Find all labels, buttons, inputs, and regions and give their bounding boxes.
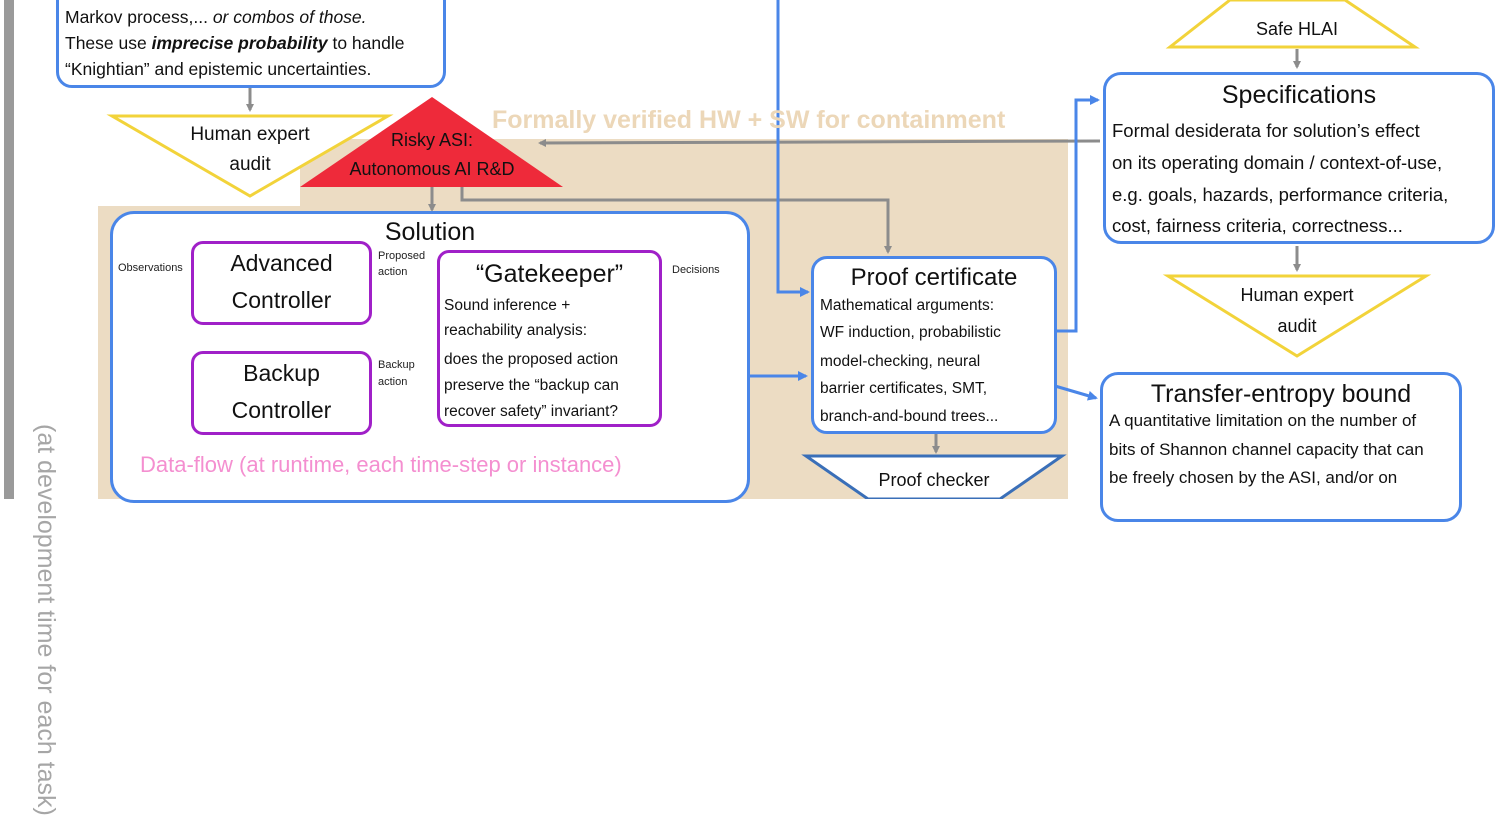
proof-certificate-line-1: Mathematical arguments: [820,297,995,314]
world-model-line3: “Knightian” and epistemic uncertainties. [65,59,372,79]
safe-hlai-triangle [1165,0,1420,49]
proof-certificate-line-4: barrier certificates, SMT, [820,380,988,397]
proof-certificate-line-2: WF induction, probabilistic [820,324,1001,341]
containment-label: Formally verified HW + SW for containmen… [492,106,1006,134]
transfer-entropy-line-3: be freely chosen by the ASI, and/or on [1109,468,1398,487]
world-model-line2-pre: These use [65,33,152,53]
world-model-line2-emph: imprecise probability [151,33,328,53]
proof-checker-label: Proof checker [878,470,990,490]
right-audit-triangle [1162,274,1432,358]
specifications-line-3: e.g. goals, hazards, performance criteri… [1112,184,1449,205]
specifications-box [1103,72,1495,244]
proof-certificate-title: Proof certificate [850,264,1018,291]
specifications-title: Specifications [1221,81,1377,109]
left-audit-label-2: audit [229,154,271,175]
backup-controller-label-1: Backup [243,360,320,386]
left-audit-label-1: Human expert [190,124,310,145]
gatekeeper-line-3: does the proposed action [444,351,619,368]
proof-certificate-box [811,256,1057,434]
gatekeeper-line-2: reachability analysis: [444,322,588,339]
advanced-controller-label-1: Advanced [230,250,333,276]
right-audit-label-2: audit [1277,316,1317,336]
risky-asi-label-1: Risky ASI: [390,130,474,150]
advanced-controller-box [191,241,372,325]
observations-label: Observations [118,262,183,274]
gatekeeper-box [437,250,662,427]
specifications-line-1: Formal desiderata for solution’s effect [1112,120,1420,141]
gatekeeper-title: “Gatekeeper” [475,260,624,288]
proof-certificate-line-3: model-checking, neural [820,353,981,370]
transfer-entropy-line-1: A quantitative limitation on the number … [1109,411,1417,430]
backup-controller-box [191,351,372,435]
proposed-action-label-2: action [378,266,408,278]
risky-asi-triangle [300,97,563,187]
left-audit-triangle [106,114,394,198]
proposed-action-label-1: Proposed [378,250,426,262]
world-model-box: Markov process,... or combos of those. T… [56,0,446,88]
backup-action-label-1: Backup [378,359,415,371]
development-timeline-bar [4,0,14,499]
backup-action-label-2: action [378,376,408,388]
proof-certificate-line-5: branch-and-bound trees... [820,408,999,425]
world-model-line2-post: to handle [327,33,405,53]
backup-controller-label-2: Controller [231,397,332,423]
specifications-line-4: cost, fairness criteria, correctness... [1112,215,1403,236]
development-time-label: (at development time for each task) [32,424,60,816]
world-model-line1: Markov process,... [65,7,213,27]
safe-hlai-label: Safe HLAI [1255,19,1339,39]
transfer-entropy-box [1100,372,1462,522]
solution-title: Solution [384,218,476,246]
right-audit-label-1: Human expert [1240,285,1354,305]
world-model-line1-italic: or combos of those. [212,7,367,27]
transfer-entropy-line-2: bits of Shannon channel capacity that ca… [1109,440,1424,459]
gatekeeper-line-1: Sound inference + [444,297,571,314]
gatekeeper-line-5: recover safety” invariant? [444,403,619,420]
advanced-controller-label-2: Controller [231,287,332,313]
gatekeeper-line-4: preserve the “backup can [444,377,619,394]
dataflow-label: Data-flow (at runtime, each time-step or… [140,452,622,477]
transfer-entropy-title: Transfer-entropy bound [1150,380,1412,408]
specifications-line-2: on its operating domain / context-of-use… [1112,152,1443,173]
risky-asi-label-2: Autonomous AI R&D [349,159,515,179]
decisions-label: Decisions [672,264,720,276]
proof-checker-triangle [801,454,1067,499]
